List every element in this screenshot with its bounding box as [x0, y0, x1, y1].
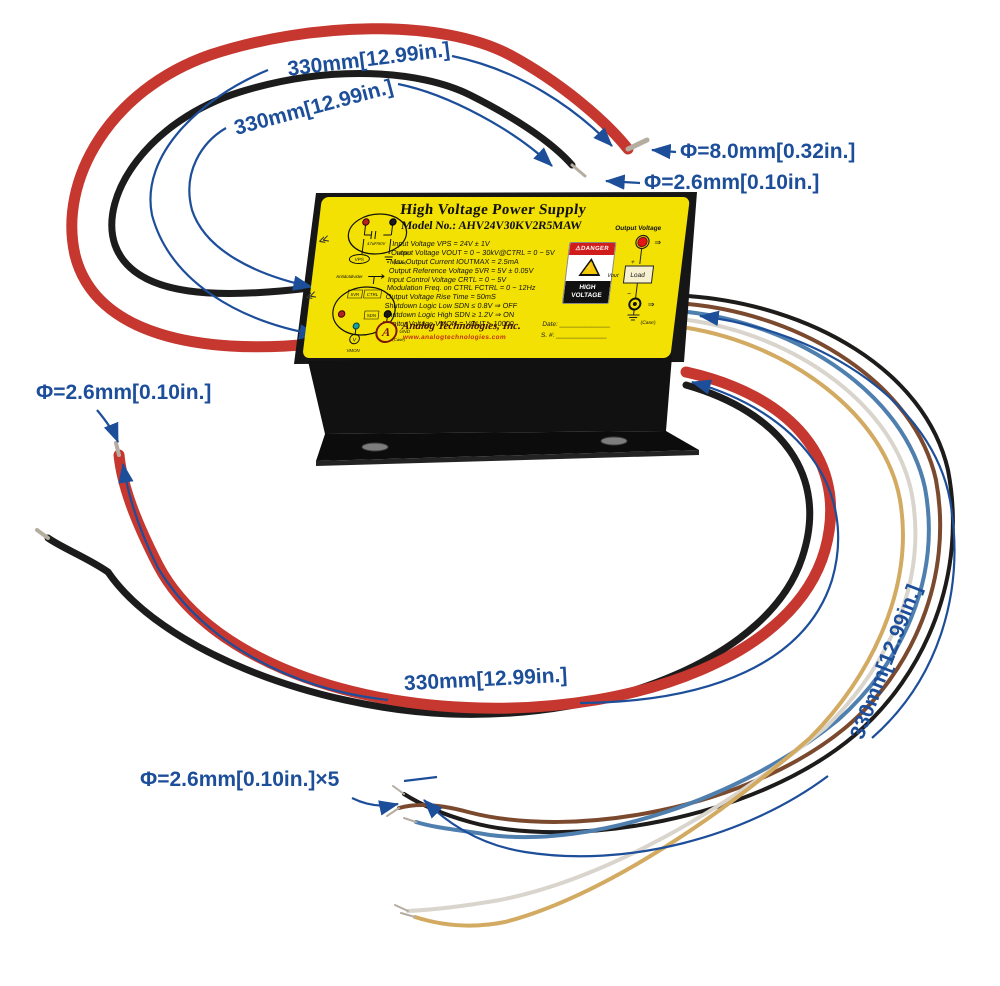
capacitor-symbol: [363, 225, 394, 239]
dim-left-wire-diameter: Φ=2.6mm[0.10in.]: [36, 381, 212, 404]
serial-field: S. #: ______________: [540, 332, 608, 339]
svg-text:V: V: [352, 338, 357, 344]
top-wire-black: [108, 70, 576, 298]
black-pin: [383, 310, 392, 318]
wire-bundle-icon: ≪: [304, 289, 318, 304]
company-website: www.analogtechnologies.com: [402, 334, 507, 341]
load-label: Load: [630, 272, 646, 279]
company-name: Analog Technologies, Inc.: [401, 320, 522, 332]
thin-wire-white: [406, 318, 918, 913]
mount-slot-right: [600, 436, 628, 446]
thin-wire-brown: [397, 302, 943, 824]
gnd-label: GND: [399, 329, 411, 335]
terminal-arrow-icon: ⇒: [647, 300, 655, 309]
pgnd-label: PGND: [397, 251, 412, 257]
signal-connector-diagram: Antidotdivider 5VR CTRL SDN V VMON GND (…: [332, 274, 411, 353]
mount-slot-left: [361, 442, 389, 452]
top-wire-loop: [66, 23, 650, 353]
5vr-label: 5VR: [350, 292, 359, 297]
dim-red-wire-diameter: Φ=8.0mm[0.32in.]: [680, 140, 856, 163]
product-label: High Voltage Power Supply Model No.: AHV…: [302, 197, 690, 358]
sdn-label: SDN: [367, 313, 377, 318]
date-serial-fields: Date: ______________ S. #: _____________…: [540, 319, 611, 341]
thin-wire-black: [402, 294, 955, 835]
dim-black-wire-diameter: Φ=2.6mm[0.10in.]: [644, 171, 820, 194]
case-front-face: [308, 356, 672, 434]
thin-wire-bundle: [386, 294, 955, 928]
capacitor-value: 47uF/50V: [367, 241, 386, 246]
case-label: (Case): [640, 320, 656, 326]
case-label: (Case): [394, 260, 408, 265]
thin-wire-tan: [413, 326, 905, 928]
output-led: [637, 236, 648, 248]
pgnd-pin: [389, 218, 397, 226]
wire-bundle-icon: ≪: [317, 233, 331, 248]
vps-label: VPS: [354, 257, 364, 262]
vmon-label: VMON: [346, 348, 360, 353]
led-bezel: [635, 234, 650, 250]
top-black-tip: [570, 163, 587, 178]
dimension-lines: [96, 54, 956, 858]
ground-symbol: [627, 310, 640, 321]
red-pin: [337, 310, 346, 318]
top-wire-tips: [625, 137, 650, 152]
vps-pin: [362, 218, 370, 226]
bottom-wire-pair: [35, 366, 837, 718]
power-connector-diagram: 47uF/50V VPS PGND (Case): [347, 213, 412, 265]
led-arrow-icon: ⇒: [654, 238, 662, 247]
minus-sign: −: [627, 291, 632, 298]
case-flange-edge: [316, 450, 699, 466]
output-circuit-diagram: ⇒ + Load Vout − ⇒ (Case): [607, 234, 662, 326]
output-voltage-heading: Output Voltage: [614, 225, 662, 232]
ctrl-label: CTRL: [366, 292, 379, 297]
plus-sign: +: [631, 259, 636, 266]
thin-wire-blue: [414, 310, 931, 840]
ground-symbol: [384, 256, 393, 263]
bottom-wire-red: [113, 366, 837, 714]
divider-note: Antidotdivider: [336, 274, 364, 279]
dim-thin-wires-diameter: Φ=2.6mm[0.10in.]×5: [140, 768, 340, 791]
vout-label: Vout: [607, 273, 619, 279]
case-label: (Case): [392, 337, 406, 342]
top-wire-red: [66, 23, 634, 353]
bottom-wire-tips: [35, 441, 121, 540]
teal-pin: [352, 322, 360, 330]
date-field: Date: ______________: [541, 321, 611, 328]
